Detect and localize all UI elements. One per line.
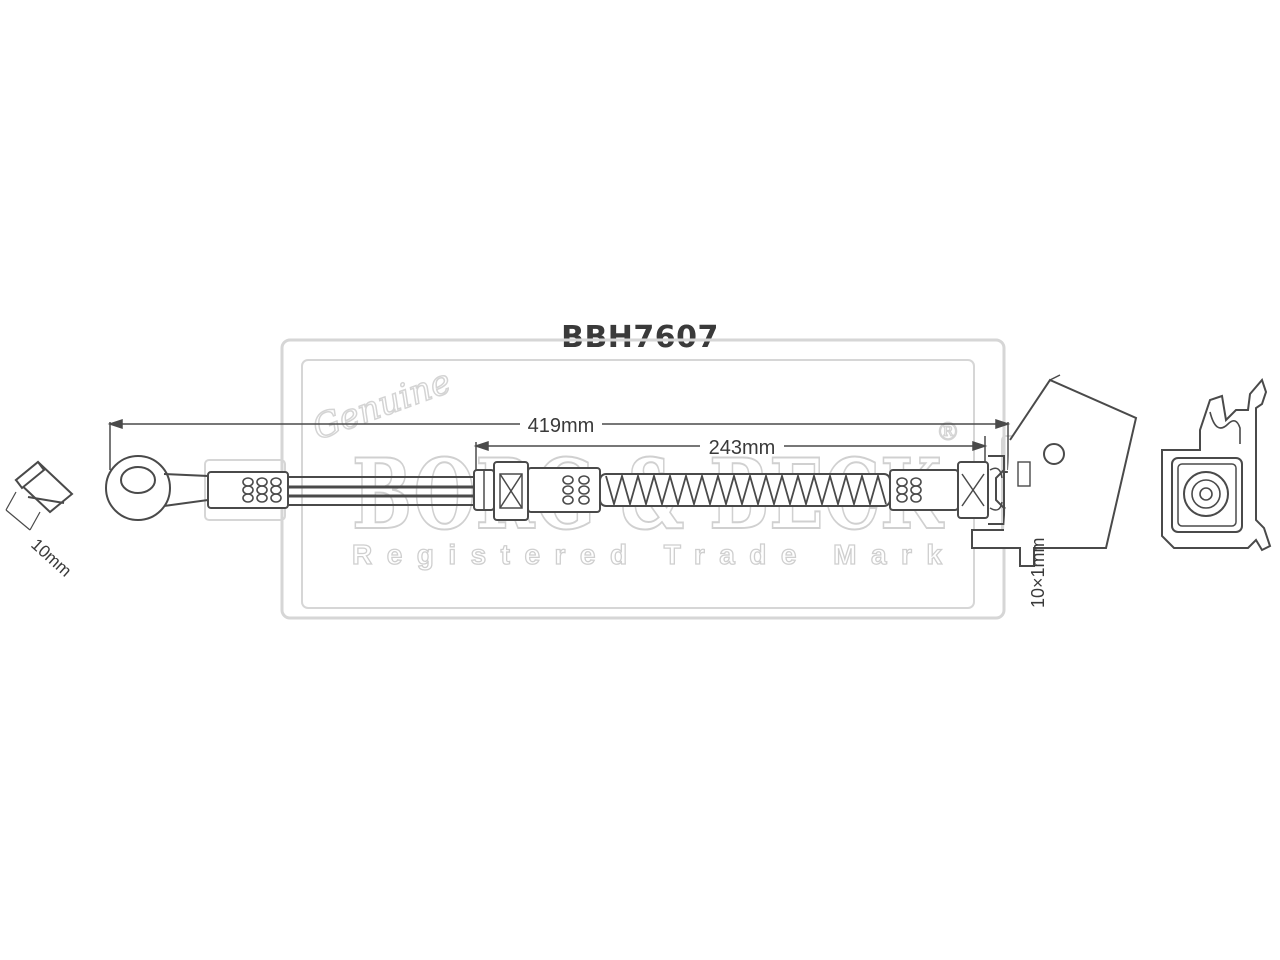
- dimension-overall-label: 419mm: [528, 415, 595, 437]
- banjo-detail-dim-ext-a: [5, 491, 17, 511]
- part-number-text: BBH7607: [561, 320, 719, 355]
- banjo-eye-outer: [105, 455, 171, 521]
- mounting-bracket: [971, 378, 1138, 567]
- bracket-end-view-slot: [1209, 411, 1241, 444]
- bracket-hole: [1043, 443, 1065, 465]
- retaining-clip-curl: [989, 467, 1003, 511]
- banjo-detail-dim-ext-b: [29, 511, 41, 531]
- hex-nut-left-cross-b: [499, 473, 523, 509]
- dimension-hose-label: 243mm: [709, 437, 776, 459]
- ferrule-mid-rings: [562, 475, 590, 505]
- ring: [910, 493, 922, 503]
- watermark-registered-mark: ®: [936, 418, 960, 446]
- ferrule-left: [207, 471, 289, 509]
- fitting-end-view-bore: [1199, 487, 1213, 501]
- bracket-end-view: [1161, 378, 1272, 552]
- banjo-detail: [5, 460, 74, 531]
- watermark-script: Genuine: [307, 362, 456, 449]
- mounting-bracket-edge: [1049, 374, 1061, 381]
- dimension-overall: [107, 418, 1011, 470]
- hose-assembly: [105, 374, 1138, 567]
- banjo-eye-inner: [120, 466, 156, 494]
- watermark-text: Genuine BORG & BECK ® Registered Trade M…: [307, 361, 961, 571]
- ring: [578, 485, 590, 495]
- watermark-tagline: Registered Trade Mark: [352, 539, 942, 570]
- ring: [270, 493, 282, 503]
- hex-nut-right-cross-b: [961, 473, 985, 507]
- arrow-right: [995, 418, 1011, 430]
- ferrule-left-rings: [242, 477, 282, 503]
- bracket-slot: [1017, 461, 1031, 487]
- spring-coil: [605, 472, 887, 508]
- ring: [562, 495, 574, 505]
- banjo-detail-face: [14, 460, 46, 490]
- ring: [242, 493, 254, 503]
- arrow-hose-right: [972, 440, 988, 452]
- ferrule-right-rings: [896, 477, 922, 503]
- ring: [578, 495, 590, 505]
- dimension-hose: [473, 436, 988, 470]
- arrow-hose-left: [473, 440, 489, 452]
- ring: [562, 485, 574, 495]
- hex-nut-left-face: [499, 473, 523, 509]
- ring: [578, 475, 590, 485]
- banjo-width-label: 10mm: [27, 535, 75, 581]
- ferrule-right: [889, 469, 959, 511]
- ring: [256, 493, 268, 503]
- thread-size-label: 10×1mm: [1028, 537, 1048, 608]
- banjo-detail-edge: [27, 496, 65, 504]
- retaining-clip: [988, 455, 1005, 525]
- ring: [562, 475, 574, 485]
- ring: [896, 493, 908, 503]
- banjo-detail-dim-line: [5, 509, 31, 531]
- arrow-left: [107, 418, 123, 430]
- part-number-title: BBH7607: [0, 320, 1280, 355]
